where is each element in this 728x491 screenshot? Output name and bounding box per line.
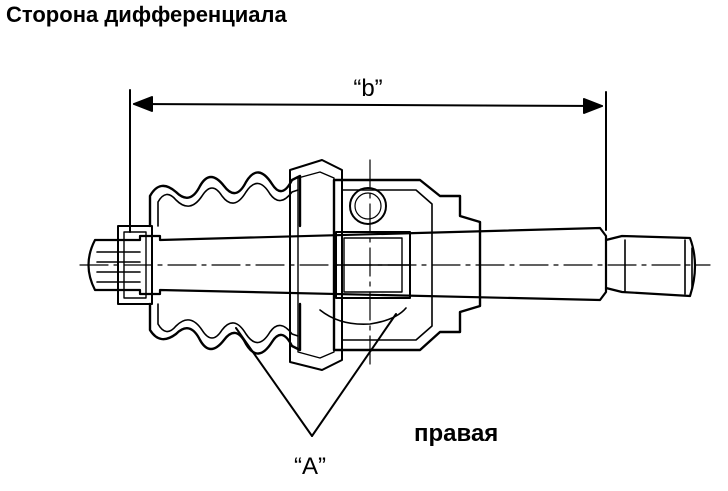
shaft-body [87,226,608,302]
dimension-b-label: “b” [353,75,382,102]
boot-lower-inner [157,303,299,344]
rubber-boot [148,171,302,355]
boot-upper-outline [148,171,302,228]
side-label: правая [414,420,498,447]
boot-clamp-left [117,225,153,305]
boot-clamp-right [289,159,343,371]
leader-lines-a [235,313,397,437]
shaft-splines-right [684,239,693,295]
dimension-line [133,103,603,107]
housing-outline [332,178,482,352]
boot-upper-inner [157,182,299,227]
shaft [87,226,697,302]
shaft-end-right [604,234,697,298]
housing-inner [341,189,433,341]
ball-bearing [319,187,407,326]
leader-line-a-right [311,313,397,437]
figure-title: Сторона дифференциала [6,2,287,27]
dimension-arrow-right [583,98,603,114]
joint-housing [332,178,482,352]
dimension-b [129,89,607,233]
part-a-label: “A” [294,453,326,480]
dimension-arrow-left [133,96,153,112]
boot-lower-outline [148,302,302,355]
leader-line-a-left [235,327,313,437]
center-lines [79,159,711,369]
